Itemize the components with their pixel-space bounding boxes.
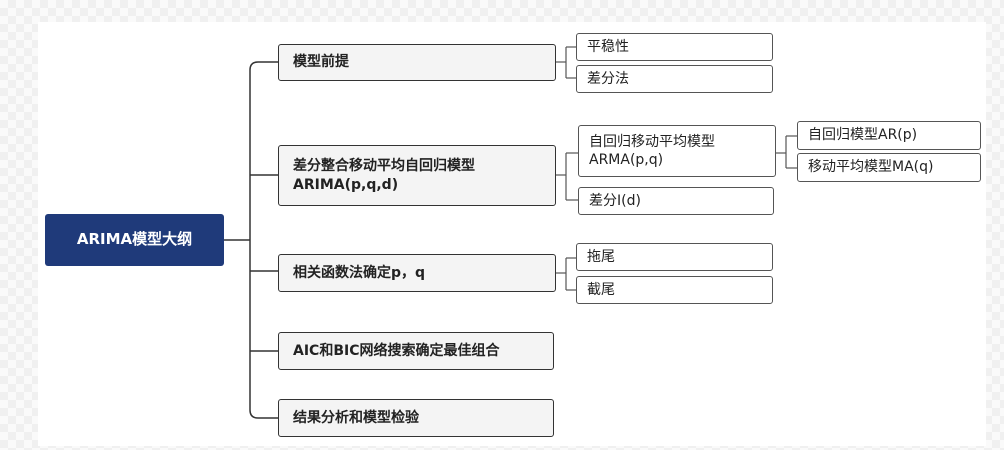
branch-arima[interactable]: 差分整合移动平均自回归模型 ARIMA(p,q,d) [278, 145, 556, 206]
root-label: ARIMA模型大纲 [76, 230, 193, 249]
branch-label: 结果分析和模型检验 [293, 409, 419, 426]
leaf-label: 平稳性 [587, 38, 629, 55]
leaf-label: 截尾 [587, 281, 615, 298]
leaf-stationarity[interactable]: 平稳性 [576, 33, 773, 61]
leaf-label: 拖尾 [587, 248, 615, 265]
leaf-label: 自回归移动平均模型 ARMA(p,q) [589, 133, 715, 168]
leaf-ar[interactable]: 自回归模型AR(p) [797, 121, 981, 150]
leaf-ma[interactable]: 移动平均模型MA(q) [797, 153, 981, 182]
leaf-cutoff[interactable]: 截尾 [576, 276, 773, 304]
leaf-difference-i[interactable]: 差分I(d) [578, 187, 774, 215]
leaf-label: 差分I(d) [589, 192, 641, 209]
node-arma[interactable]: 自回归移动平均模型 ARMA(p,q) [578, 125, 776, 177]
branch-label: 相关函数法确定p，q [293, 264, 426, 281]
leaf-differencing[interactable]: 差分法 [576, 65, 773, 93]
leaf-label: 自回归模型AR(p) [808, 127, 918, 144]
root-node[interactable]: ARIMA模型大纲 [45, 214, 224, 266]
branch-label: 模型前提 [293, 54, 349, 71]
leaf-tailing-off[interactable]: 拖尾 [576, 243, 773, 271]
branch-label: AIC和BIC网络搜索确定最佳组合 [293, 342, 500, 359]
branch-label: 差分整合移动平均自回归模型 ARIMA(p,q,d) [293, 158, 475, 193]
branch-model-premise[interactable]: 模型前提 [278, 44, 556, 81]
branch-result-analysis[interactable]: 结果分析和模型检验 [278, 399, 554, 437]
branch-acf-method[interactable]: 相关函数法确定p，q [278, 254, 556, 292]
branch-aic-bic[interactable]: AIC和BIC网络搜索确定最佳组合 [278, 332, 554, 370]
leaf-label: 移动平均模型MA(q) [808, 159, 934, 176]
leaf-label: 差分法 [587, 70, 629, 87]
